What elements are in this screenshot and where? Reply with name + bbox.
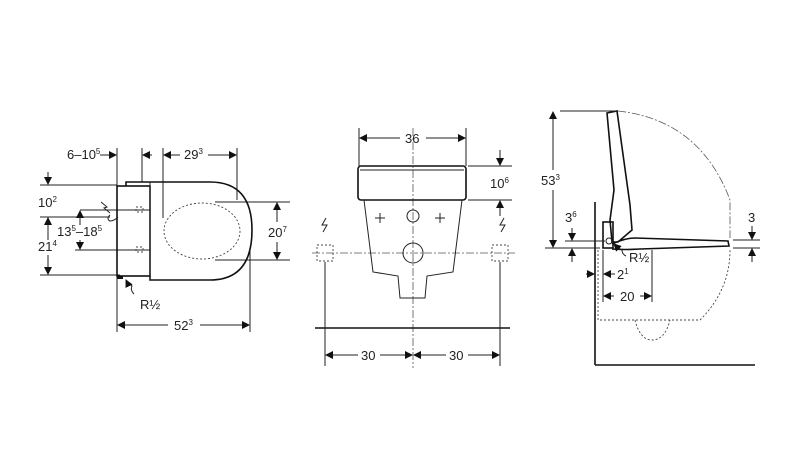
connection-bottom [135,246,144,253]
left-distance-label: 30 [361,348,375,363]
hose-icon [107,214,119,222]
bowl-front [363,199,463,299]
top-view: 6–105 293 102 135–185 214 207 R½ 523 [38,147,290,333]
right-distance-label: 30 [449,348,463,363]
lid-height-label: 533 [541,173,560,188]
seat-side [611,237,730,251]
electric-right-icon [499,217,506,233]
seat-opening [163,202,241,260]
tank-outline [116,185,151,277]
connection-height-label: 214 [38,239,57,254]
tank-height-label: 106 [490,176,509,191]
seat-thickness-label: 3 [748,210,755,225]
seat-outline [125,181,253,281]
electric-icon [100,201,111,214]
water-connection-label: R½ [140,297,160,312]
seat-depth-label: 293 [184,147,203,162]
width-label: 36 [405,131,419,146]
hinge-height-label: 36 [565,210,577,225]
connection-top [135,206,144,213]
tank-front [357,165,467,201]
front-view: 36 106 30 30 [312,128,515,368]
total-length-label: 523 [174,318,193,333]
bowl-side [597,249,731,321]
right-connection [491,244,509,262]
top-offset-label: 102 [38,195,57,210]
side-view: 533 36 3 R½ 21 20 [541,110,760,366]
electric-left-icon [321,217,328,233]
lid-swing-arc [617,110,731,238]
hinge-depth-label: 20 [620,289,634,304]
hinge-housing [602,221,614,249]
left-connection [316,244,334,262]
seat-offset-label: 6–105 [67,147,101,162]
side-water-connection-label: R½ [629,250,649,265]
wall-gap-label: 21 [617,267,629,282]
connection-range-label: 135–185 [57,224,103,239]
opening-width-label: 207 [268,225,287,240]
